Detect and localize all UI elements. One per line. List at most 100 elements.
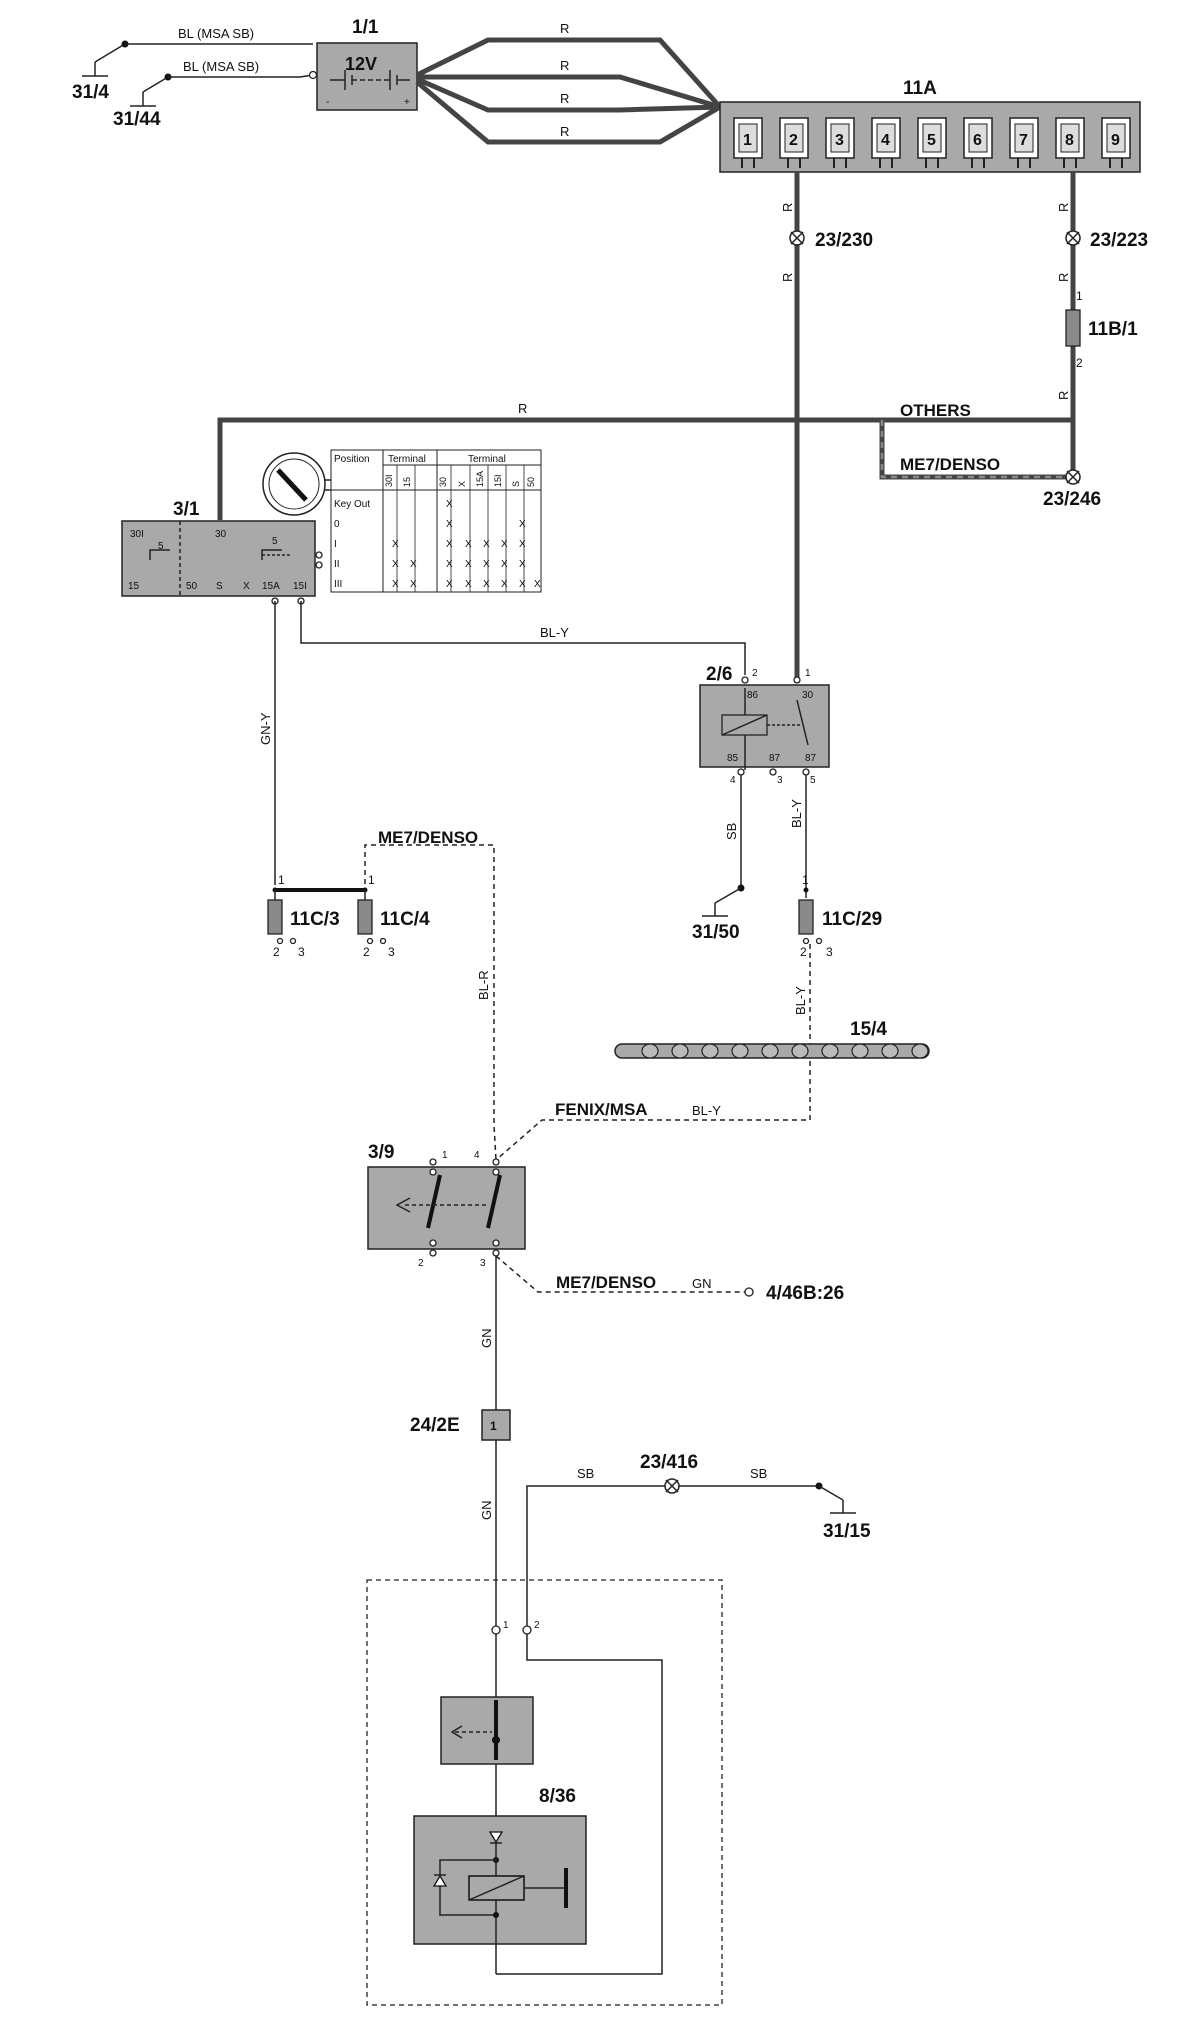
bus-bead (881, 1043, 899, 1059)
table-header-position: Position (334, 454, 370, 465)
wire-label-r-8: R (1056, 273, 1071, 282)
fuse-11c-4-b3: 3 (388, 945, 395, 959)
table-cell-mark: X (392, 539, 399, 550)
wire-label-sb-2: SB (577, 1466, 594, 1481)
wire-label-bl-msa-sb-2: BL (MSA SB) (183, 59, 259, 74)
module-id: 8/36 (539, 1786, 576, 1807)
ign-term-5b: 5 (272, 536, 278, 547)
table-row-label: III (334, 579, 342, 590)
wire-label-gn-2: GN (479, 1329, 494, 1349)
table-cell-mark: X (519, 539, 526, 550)
ground-label-31-44: 31/44 (113, 109, 161, 130)
ground-label-31-50: 31/50 (692, 922, 740, 943)
table-subheader: 15I (493, 474, 503, 487)
battery-minus: - (326, 97, 329, 108)
ignition-key-icon (262, 452, 332, 516)
fuse-slot-8: 8 (1055, 117, 1085, 168)
bus-bead (911, 1043, 929, 1059)
ign-term-30: 30 (215, 529, 227, 540)
splice-23-223: 23/223 (1065, 230, 1148, 251)
wire-bl-y-dashed (495, 944, 811, 1161)
wire-label-gn-1: GN (692, 1276, 712, 1291)
bus-bead (791, 1043, 809, 1059)
table-cell-mark: X (501, 559, 508, 570)
table-cell-mark: X (483, 559, 490, 570)
table-subheader: 50 (526, 477, 536, 487)
battery-plus: + (404, 97, 410, 108)
fuse-slot-4: 4 (871, 117, 901, 168)
relay-pin-1: 1 (805, 668, 811, 679)
external-ref-label: 4/46B:26 (766, 1283, 844, 1304)
wire-others-feed (217, 417, 1073, 520)
battery-id: 1/1 (352, 17, 379, 38)
wire-label-bl-y-2: BL-Y (789, 799, 804, 828)
bus-bead (671, 1043, 689, 1059)
bus-bead (851, 1043, 869, 1059)
relay-pin-85: 85 (727, 753, 739, 764)
fuse-11c-29-id: 11C/29 (822, 909, 882, 930)
battery-voltage: 12V (345, 54, 377, 74)
wire-bl-y-to-relay (300, 601, 746, 675)
splice-23-416: 23/416 (640, 1452, 698, 1494)
connector-id: 24/2E (410, 1415, 460, 1436)
wire-sb-module-ground (526, 1485, 819, 1627)
fuse-slot-3: 3 (825, 117, 855, 168)
fuse-slot-6: 6 (963, 117, 993, 168)
relay-pin-4: 4 (730, 775, 736, 786)
bus-15-4: 15/4 (614, 1019, 930, 1059)
wire-label-r-3: R (560, 91, 569, 106)
fuse-11b-1-bottom: 2 (1076, 356, 1083, 370)
ext-connector-pin (744, 1287, 754, 1297)
table-subheader: 15A (475, 471, 485, 487)
battery: 1/1 12V - + (308, 17, 418, 111)
wire-label-r-4: R (560, 124, 569, 139)
wire-label-r-9: R (1056, 391, 1071, 400)
table-subheader: 30 (438, 477, 448, 487)
ign-term-x: X (243, 581, 250, 592)
table-cell-mark: X (410, 579, 417, 590)
module-pin-1: 1 (503, 1620, 509, 1631)
fuse-slot-label: 3 (835, 132, 844, 149)
ign-term-15a: 15A (262, 581, 280, 592)
ignition-switch-id: 3/1 (173, 499, 200, 520)
table-header-terminal-2: Terminal (468, 454, 506, 465)
connector-pin-1: 1 (490, 1419, 497, 1433)
ign-term-5a: 5 (158, 541, 164, 552)
fuse-slot-label: 7 (1019, 132, 1028, 149)
fuse-11c-29: 1 2 3 11C/29 (798, 873, 882, 959)
brake-switch-id: 3/9 (368, 1142, 394, 1163)
bus-bead (761, 1043, 779, 1059)
fuse-11c-3-id: 11C/3 (290, 909, 340, 930)
splice-23-246: 23/246 (1043, 469, 1101, 510)
fuse-11b-1-top: 1 (1076, 289, 1083, 303)
table-cell-mark: X (446, 499, 453, 510)
ign-term-15: 15 (128, 581, 140, 592)
wire-label-r-7: R (1056, 203, 1071, 212)
variant-label-me7-denso-1: ME7/DENSO (900, 455, 1000, 474)
fuse-slot-label: 5 (927, 132, 936, 149)
ground-31-4: 31/4 (72, 40, 129, 103)
module-pin-2: 2 (534, 1620, 540, 1631)
wire-label-sb-3: SB (750, 1466, 767, 1481)
brake-pin-2: 2 (418, 1258, 424, 1269)
relay-pin-3: 3 (777, 775, 783, 786)
ground-31-44: 31/44 (113, 73, 172, 130)
table-cell-mark: X (446, 579, 453, 590)
fuse-11b-1: 1 2 11B/1 (1065, 289, 1138, 370)
table-row-label: 0 (334, 519, 340, 530)
fuse-slot-9: 9 (1101, 117, 1131, 168)
table-cell-mark: X (483, 579, 490, 590)
motor-module-8-36: 1 2 8/36 (366, 1579, 723, 2006)
brake-switch-3-9: 3/9 1 4 2 3 (367, 1142, 526, 1269)
fuse-slot-7: 7 (1009, 117, 1039, 168)
variant-label-me7-denso-3: ME7/DENSO (556, 1273, 656, 1292)
table-cell-mark: X (534, 579, 541, 590)
splice-label-23-246: 23/246 (1043, 489, 1101, 510)
ground-label-31-15: 31/15 (823, 1521, 871, 1542)
table-subheader: 15 (402, 477, 412, 487)
table-cell-mark: X (501, 539, 508, 550)
table-cell-mark: X (446, 559, 453, 570)
fusebox-11a-id: 11A (903, 78, 937, 99)
